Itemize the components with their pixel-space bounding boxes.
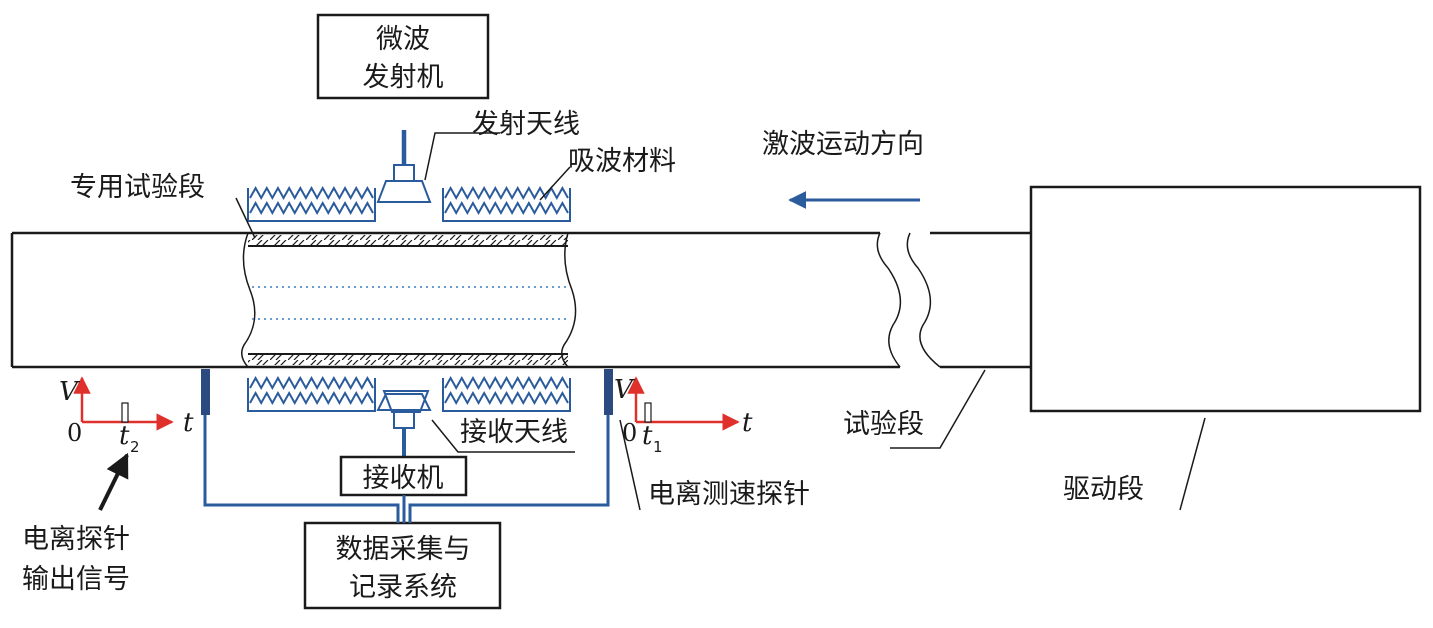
probe-output-label-1: 电离探针 xyxy=(22,524,130,555)
absorber-bottom-right xyxy=(442,375,571,412)
driver-section-label: 驱动段 xyxy=(1063,474,1144,505)
receiver-label: 接收机 xyxy=(363,463,444,494)
data-acquisition-box: 数据采集与 记录系统 xyxy=(303,521,502,610)
transmit-antenna xyxy=(376,130,432,203)
daq-label-2: 记录系统 xyxy=(349,572,457,603)
plot-left-tick-sub: 2 xyxy=(130,438,140,456)
driver-section-box xyxy=(1029,185,1422,413)
probe-output-label-2: 输出信号 xyxy=(22,564,130,595)
ion-probe-left xyxy=(201,369,210,415)
tx-antenna-label: 发射天线 xyxy=(472,109,580,140)
wiring xyxy=(203,415,610,523)
absorber-bottom-left xyxy=(247,375,376,412)
ion-probes xyxy=(201,369,613,415)
ion-probe-label: 电离测速探针 xyxy=(648,479,810,510)
absorber-top-left xyxy=(247,185,376,222)
rx-antenna-label: 接收天线 xyxy=(460,417,568,448)
transmitter-box: 微波 发射机 xyxy=(316,13,490,100)
plot-left-v: V xyxy=(59,377,80,407)
leader-lines xyxy=(235,132,1206,511)
shock-direction-label: 激波运动方向 xyxy=(762,129,924,160)
tube xyxy=(10,231,1031,369)
plot-left-zero: 0 xyxy=(67,419,82,447)
absorber-material xyxy=(247,185,571,412)
absorber-top-right xyxy=(442,185,571,222)
pulse-left xyxy=(121,402,129,423)
plot-left: V t 0 t 2 xyxy=(59,376,194,456)
test-section-label: 试验段 xyxy=(843,409,924,440)
plot-right-zero: 0 xyxy=(622,419,637,447)
ion-probe-right xyxy=(604,369,613,415)
receiver-box: 接收机 xyxy=(339,455,468,497)
absorber-label: 吸波材料 xyxy=(568,146,676,177)
transmitter-label-2: 发射机 xyxy=(363,62,444,93)
transmitter-label-1: 微波 xyxy=(376,24,430,55)
plot-right: V t 0 t 1 xyxy=(614,375,753,456)
daq-label-1: 数据采集与 xyxy=(336,534,471,565)
special-section-label: 专用试验段 xyxy=(70,172,205,203)
plot-right-tick: t xyxy=(642,421,653,451)
probe-output-arrow xyxy=(98,452,129,511)
plot-right-tick-sub: 1 xyxy=(653,438,663,456)
plot-right-v: V xyxy=(614,375,635,405)
special-test-section xyxy=(241,232,577,368)
plot-right-t: t xyxy=(742,408,753,438)
tube-break-marks xyxy=(876,232,941,368)
receive-antenna xyxy=(376,390,432,456)
plot-left-t: t xyxy=(183,408,194,438)
pulse-right xyxy=(644,402,652,423)
plot-left-tick: t xyxy=(119,421,130,451)
